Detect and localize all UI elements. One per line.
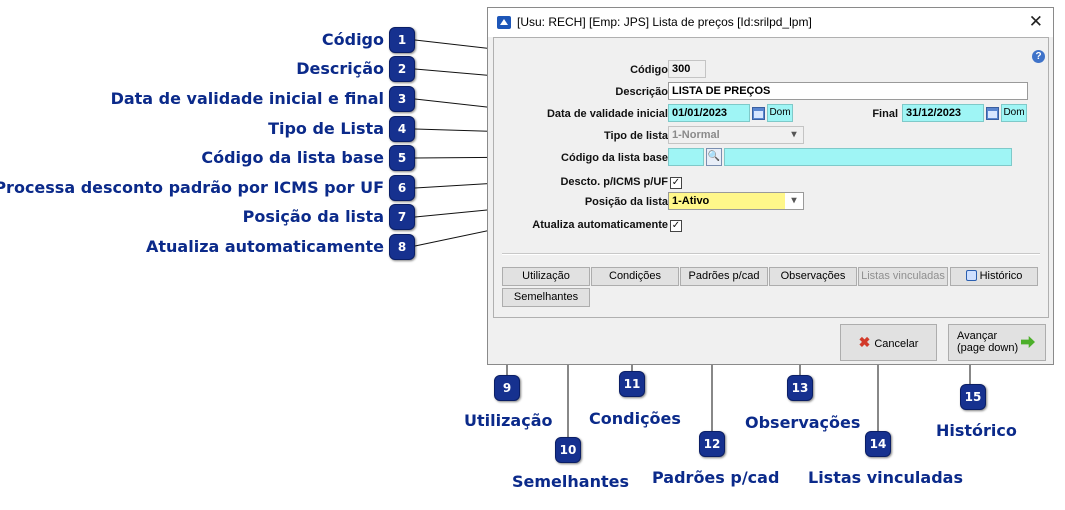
annotation-label-codigo: Código [321, 30, 384, 49]
close-icon[interactable]: ✕ [1028, 12, 1043, 31]
annotation-label-utilizacao: Utilização [464, 411, 553, 430]
annotation-badge-12: 12 [699, 431, 725, 457]
annotation-label-semelhantes: Semelhantes [512, 472, 629, 491]
annotation-badge-5: 5 [389, 145, 415, 171]
posicao-select[interactable]: 1-Ativo ▾ [668, 192, 804, 210]
atualiza-checkbox[interactable]: ✓ [670, 220, 682, 232]
annotation-label-tipo-lista: Tipo de Lista [268, 119, 384, 138]
annotation-label-padroes: Padrões p/cad [652, 468, 780, 487]
annotation-label-condicoes: Condições [589, 409, 681, 428]
annotation-badge-11: 11 [619, 371, 645, 397]
descto-checkbox[interactable]: ✓ [670, 177, 682, 189]
cancel-label: Cancelar [874, 338, 919, 350]
posicao-value: 1-Ativo [672, 195, 710, 207]
codigo-base-description [724, 148, 1012, 166]
data-final-input[interactable]: 31/12/2023 [902, 104, 984, 122]
annotation-badge-7: 7 [389, 204, 415, 230]
search-icon[interactable]: 🔍 [706, 148, 722, 166]
codigo-base-label: Código da lista base [561, 152, 668, 164]
app-icon [497, 16, 511, 29]
advance-button[interactable]: Avançar (page down) [948, 324, 1046, 361]
tab-utilizacao[interactable]: Utilização [502, 267, 590, 286]
tab-observacoes[interactable]: Observações [769, 267, 857, 286]
annotation-badge-14: 14 [865, 431, 891, 457]
annotation-label-observacoes: Observações [745, 413, 861, 432]
annotation-badge-6: 6 [389, 175, 415, 201]
annotation-label-listas-vinculadas: Listas vinculadas [808, 468, 963, 487]
annotation-badge-3: 3 [389, 86, 415, 112]
annotation-badge-9: 9 [494, 375, 520, 401]
tipo-lista-label: Tipo de lista [604, 130, 668, 142]
data-inicial-label: Data de validade inicial [546, 108, 668, 120]
annotation-label-historico: Histórico [936, 421, 1017, 440]
cancel-icon: ✖ [858, 334, 871, 350]
tab-semelhantes[interactable]: Semelhantes [502, 288, 590, 307]
chevron-down-icon: ▾ [791, 129, 797, 140]
codigo-label: Código [630, 64, 668, 76]
history-icon [965, 270, 977, 281]
form-panel: ? Código 300 Descrição LISTA DE PREÇOS D… [493, 37, 1049, 318]
atualiza-label: Atualiza automaticamente [532, 219, 668, 231]
data-inicial-day: Dom [767, 104, 793, 122]
price-list-window: [Usu: RECH] [Emp: JPS] Lista de preços [… [487, 7, 1054, 365]
calendar-icon[interactable] [986, 107, 999, 120]
title-bar: [Usu: RECH] [Emp: JPS] Lista de preços [… [488, 8, 1053, 37]
chevron-down-icon: ▾ [785, 193, 803, 209]
advance-label: Avançar [957, 330, 998, 342]
annotation-label-posicao: Posição da lista [242, 207, 384, 226]
descricao-input[interactable]: LISTA DE PREÇOS [668, 82, 1028, 100]
tipo-lista-select[interactable]: 1-Normal ▾ [668, 126, 804, 144]
descto-label: Descto. p/ICMS p/UF [560, 176, 668, 188]
codigo-base-input[interactable] [668, 148, 704, 166]
tab-condicoes[interactable]: Condições [591, 267, 679, 286]
tab-listas-vinculadas[interactable]: Listas vinculadas [858, 267, 948, 286]
annotation-badge-10: 10 [555, 437, 581, 463]
annotation-badge-13: 13 [787, 375, 813, 401]
data-final-day: Dom [1001, 104, 1027, 122]
annotation-label-data-validade: Data de validade inicial e final [110, 89, 384, 108]
advance-sublabel: (page down) [957, 342, 1019, 354]
tab-historico-label: Histórico [979, 270, 1023, 282]
help-icon[interactable]: ? [1032, 50, 1045, 63]
separator [502, 253, 1040, 255]
annotation-badge-4: 4 [389, 116, 415, 142]
annotation-badge-2: 2 [389, 56, 415, 82]
annotation-label-codigo-base: Código da lista base [201, 148, 384, 167]
annotation-label-atualiza: Atualiza automaticamente [146, 237, 384, 256]
final-label: Final [872, 108, 898, 120]
window-title: [Usu: RECH] [Emp: JPS] Lista de preços [… [517, 15, 812, 29]
annotation-badge-15: 15 [960, 384, 986, 410]
codigo-field[interactable]: 300 [668, 60, 706, 78]
tab-historico[interactable]: Histórico [950, 267, 1038, 286]
annotation-badge-1: 1 [389, 27, 415, 53]
posicao-label: Posição da lista [584, 196, 668, 208]
annotation-label-descto-icms: Processa desconto padrão por ICMS por UF [0, 178, 384, 197]
data-inicial-input[interactable]: 01/01/2023 [668, 104, 750, 122]
annotation-label-descricao: Descrição [296, 59, 384, 78]
calendar-icon[interactable] [752, 107, 765, 120]
tab-padroes[interactable]: Padrões p/cad [680, 267, 768, 286]
descricao-label: Descrição [615, 86, 668, 98]
annotation-badge-8: 8 [389, 234, 415, 260]
tipo-lista-value: 1-Normal [672, 129, 720, 141]
cancel-button[interactable]: ✖Cancelar [840, 324, 937, 361]
